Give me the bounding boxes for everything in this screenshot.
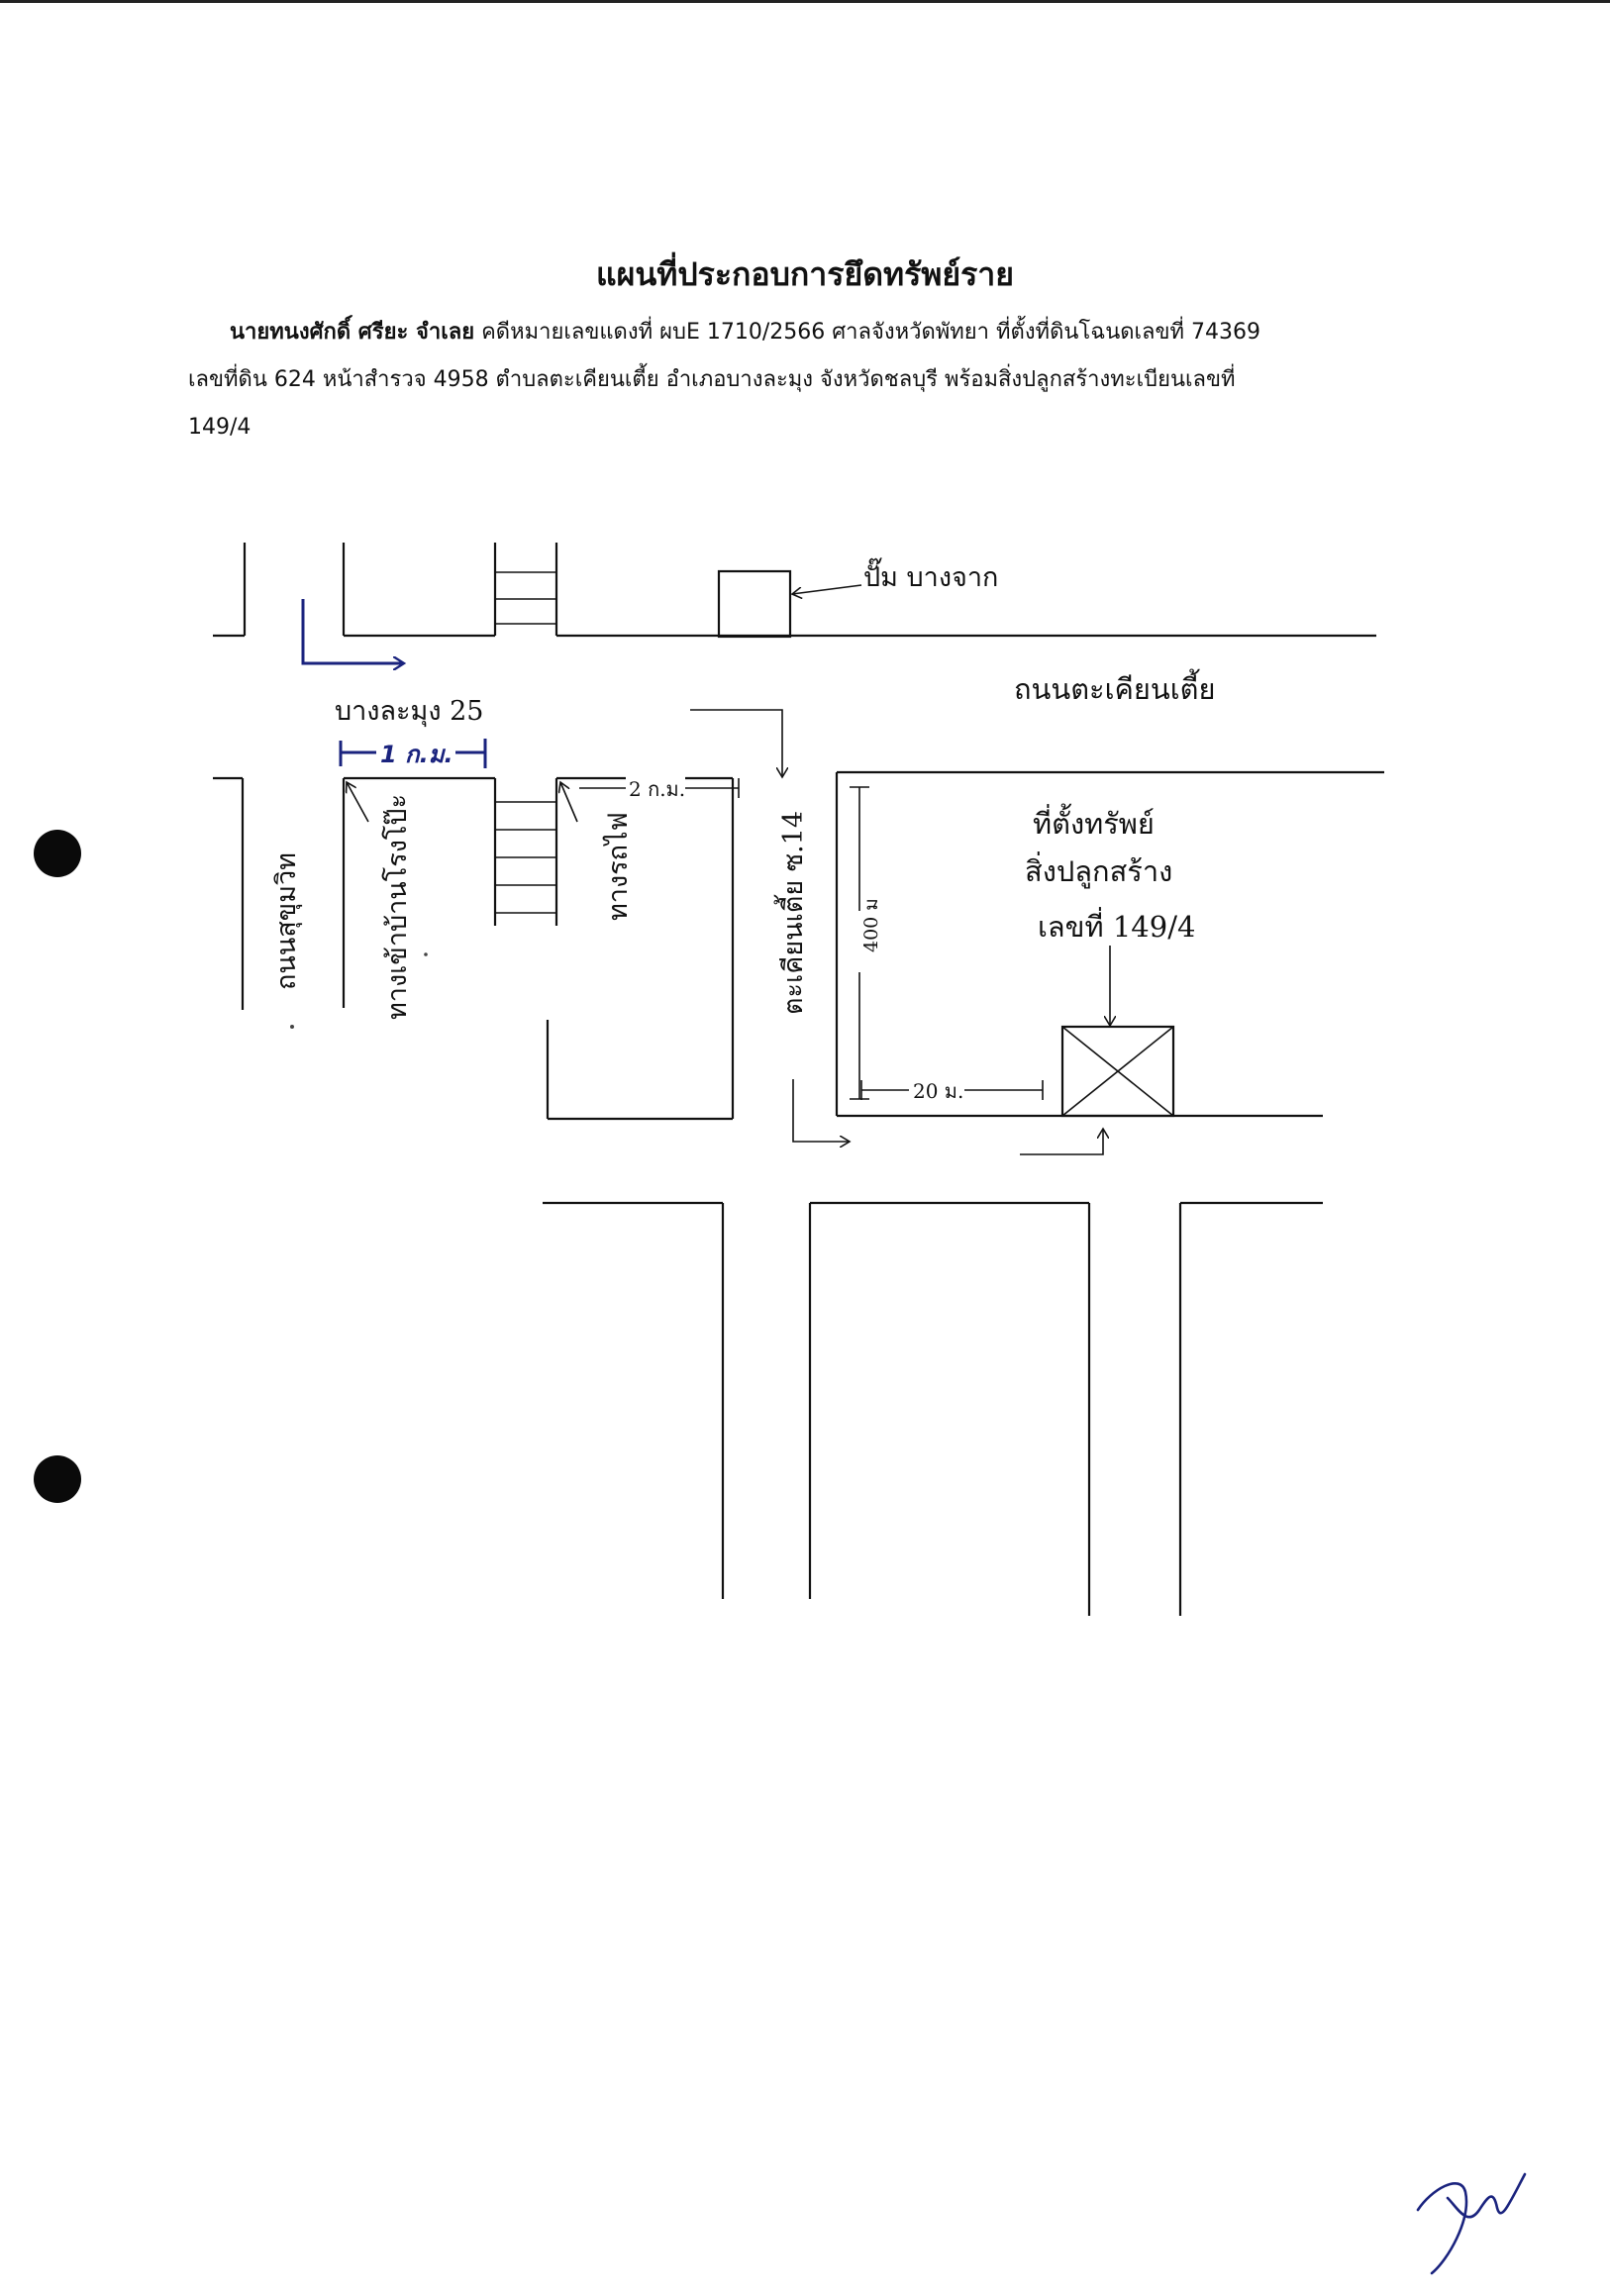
description-line-2: เลขที่ดิน 624 หน้าสำรวจ 4958 ตำบลตะเคียน…	[188, 367, 1236, 392]
upper-road-edges	[213, 543, 1376, 638]
handwritten-distance-text: 1 ก.ม.	[380, 741, 453, 768]
main-road-label: ถนนตะเคียนเตี้ย	[1014, 668, 1215, 706]
distance-400m-label: 400 ม	[860, 898, 882, 952]
scan-speck	[424, 952, 428, 956]
punch-hole-bottom	[34, 1455, 81, 1503]
distance-400m-dimension: 400 ม	[850, 786, 882, 1100]
case-details: คดีหมายเลขแดงที่ ผบE 1710/2566 ศาลจังหวั…	[474, 320, 1261, 345]
lower-road-edges	[213, 770, 1384, 1616]
upper-railway-crossing	[495, 571, 556, 625]
gas-station-arrow	[792, 584, 862, 594]
page-top-edge	[0, 0, 1610, 3]
property-label-line-1: ที่ตั้งทรัพย์	[1033, 803, 1155, 841]
soi-14-label: ตะเคียนเตี้ย ซ.14	[773, 811, 809, 1015]
property-label-line-2: สิ่งปลูกสร้าง	[1025, 851, 1172, 889]
distance-20m-dimension: 20 ม.	[860, 1077, 1044, 1103]
direction-arrow-main	[690, 709, 782, 777]
signature	[1416, 2172, 1527, 2275]
distance-20m-label: 20 ม.	[913, 1079, 963, 1103]
sukhumvit-road-label: ถนนสุขุมวิท	[271, 852, 303, 990]
document-title: แผนที่ประกอบการยึดทรัพย์ราย	[595, 255, 1015, 293]
route-arrow-soi-14	[792, 1079, 850, 1142]
route-arrow-property	[1020, 1129, 1103, 1155]
lower-railway-crossing	[493, 778, 558, 926]
handwritten-distance-marker: 1 ก.ม.	[339, 737, 487, 768]
factory-entrance-arrow	[347, 782, 369, 823]
distance-2km-dimension: 2 ก.ม.	[579, 774, 740, 801]
railway-label: ทางรถไฟ	[603, 812, 634, 921]
description-line-3: 149/4	[188, 415, 252, 440]
gas-station-box	[717, 569, 792, 639]
defendant-name: นายทนงศักดิ์ ศรียะ จำเลย	[230, 320, 475, 345]
factory-entrance-label: ทางเข้าบ้านโรงโป๊ะ	[382, 794, 413, 1020]
property-location-box	[1060, 1025, 1175, 1118]
soi-bang-lamung-label: บางละมุง 25	[335, 696, 483, 728]
property-label-line-3: เลขที่ 149/4	[1038, 907, 1195, 944]
case-description: นายทนงศักดิ์ ศรียะ จำเลย คดีหมายเลขแดงที…	[188, 309, 1357, 451]
turn-arrow-handdrawn	[301, 599, 404, 663]
description-line-1: นายทนงศักดิ์ ศรียะ จำเลย คดีหมายเลขแดงที…	[188, 309, 1357, 356]
scan-speck	[290, 1025, 294, 1029]
punch-hole-top	[34, 830, 81, 877]
railway-arrow	[560, 782, 578, 823]
gas-station-label: ปั๊ม บางจาก	[863, 557, 998, 593]
distance-2km-label: 2 ก.ม.	[629, 777, 685, 801]
